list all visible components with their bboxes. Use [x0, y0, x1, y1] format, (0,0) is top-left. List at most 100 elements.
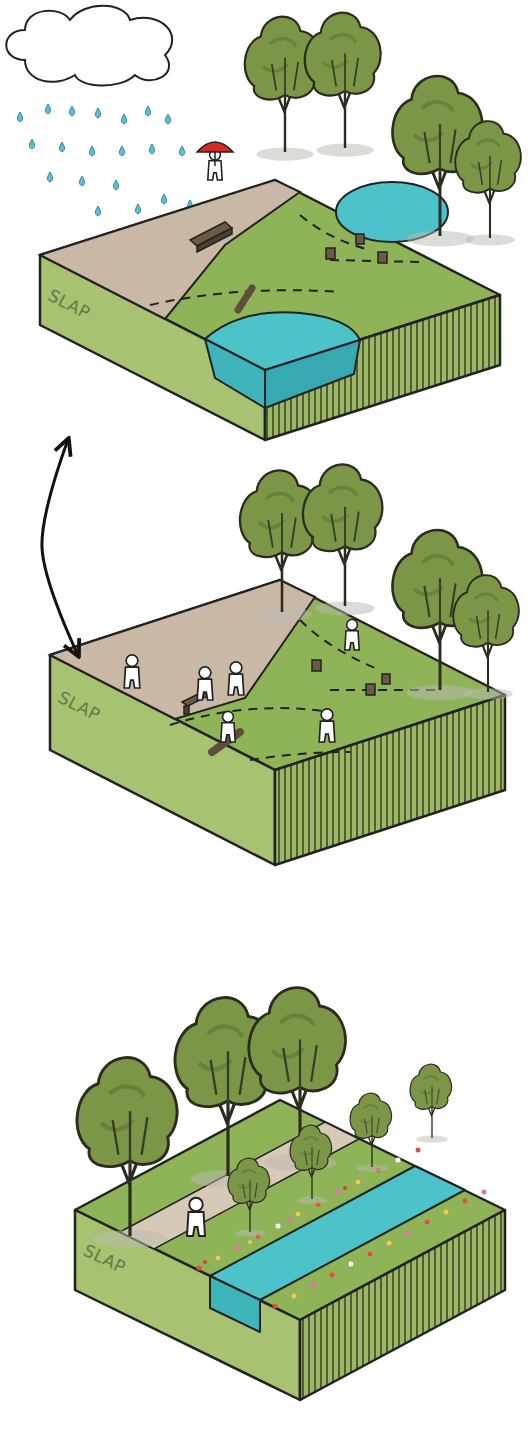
flowers [248, 1240, 252, 1244]
picnic-table [182, 692, 208, 714]
raindrops [165, 114, 170, 124]
raindrops [17, 112, 22, 122]
raindrops [179, 146, 184, 156]
block-label: SLAP [55, 687, 104, 725]
trees [303, 464, 382, 615]
tree-stumps [326, 248, 335, 259]
trees [228, 1158, 269, 1237]
picnic-table [184, 706, 189, 714]
flowers [203, 1260, 207, 1264]
tree-stumps [356, 234, 364, 244]
raindrops [95, 206, 100, 216]
flowers [311, 1283, 316, 1288]
person-umbrella [208, 149, 222, 180]
stepping-paths [300, 215, 370, 250]
raindrops [59, 142, 64, 152]
water-pond [205, 182, 448, 408]
fallen-log [238, 288, 252, 310]
trees [245, 13, 521, 247]
raindrops [69, 106, 74, 116]
tree-stumps [366, 684, 375, 695]
flowers [444, 1210, 449, 1215]
trees [305, 13, 381, 157]
raindrops [119, 146, 124, 156]
raindrops [79, 176, 84, 186]
rain-cloud [6, 6, 172, 86]
flowers [463, 1199, 468, 1204]
ground-block-face: SLAP [40, 255, 265, 440]
flowers [197, 1266, 202, 1271]
flowers [296, 1212, 301, 1217]
people [319, 709, 335, 742]
tree-stumps [312, 660, 321, 671]
block-label: SLAP [80, 1240, 129, 1278]
flowers [288, 1218, 292, 1222]
flowers [349, 1262, 354, 1267]
flowers [482, 1190, 487, 1195]
trees [453, 575, 519, 700]
flowers [236, 1246, 241, 1251]
flowers [416, 1148, 421, 1153]
person-umbrella [197, 142, 233, 180]
raindrops [95, 108, 100, 118]
raindrops [121, 114, 126, 124]
flowers [425, 1220, 430, 1225]
paved-square [50, 580, 315, 719]
person-umbrella [214, 152, 216, 166]
double-arrow [42, 440, 78, 655]
raindrops [149, 144, 154, 154]
fallen-log [238, 288, 252, 310]
block-label: SLAP [45, 285, 94, 323]
flowers [276, 1224, 281, 1229]
canal [210, 1276, 260, 1332]
person [187, 1198, 205, 1236]
raindrops [161, 194, 166, 204]
bench [197, 228, 232, 252]
trees [77, 988, 452, 1248]
flowers [292, 1294, 297, 1299]
flowers [197, 1148, 487, 1309]
rain-cloud [6, 6, 172, 86]
people [345, 619, 359, 650]
trees [410, 1064, 451, 1143]
stepping-paths [330, 260, 420, 262]
ground-block-face: SLAP [50, 655, 275, 865]
raindrops [89, 146, 94, 156]
stepping-paths [150, 215, 420, 305]
trees [240, 470, 319, 621]
raindrops [135, 204, 140, 214]
person [187, 1198, 205, 1236]
stepping-paths [300, 620, 380, 670]
person-umbrella [197, 142, 233, 152]
trees [455, 121, 521, 246]
stepping-paths [170, 708, 330, 725]
flowers [368, 1252, 373, 1257]
ground-block-face: SLAP [75, 1210, 300, 1400]
trees [245, 17, 321, 161]
flowers [330, 1273, 335, 1278]
tree-stumps [326, 234, 387, 263]
flowers [396, 1158, 401, 1163]
flowers [216, 1256, 221, 1261]
raindrops [29, 139, 34, 149]
water-pond [265, 340, 360, 408]
raindrops [47, 172, 52, 182]
people [228, 662, 244, 695]
bench [190, 222, 232, 252]
stepping-paths [250, 752, 350, 760]
ground-block [40, 180, 500, 440]
trees [240, 464, 519, 700]
ground-block [275, 695, 505, 865]
tree-stumps [382, 674, 390, 684]
trees [77, 1058, 177, 1248]
flowers [387, 1241, 392, 1246]
flowers [336, 1190, 341, 1195]
flowers [406, 1231, 411, 1236]
flowers [273, 1304, 278, 1309]
trees [350, 1093, 391, 1172]
people [124, 655, 140, 688]
paved-square [50, 580, 315, 719]
